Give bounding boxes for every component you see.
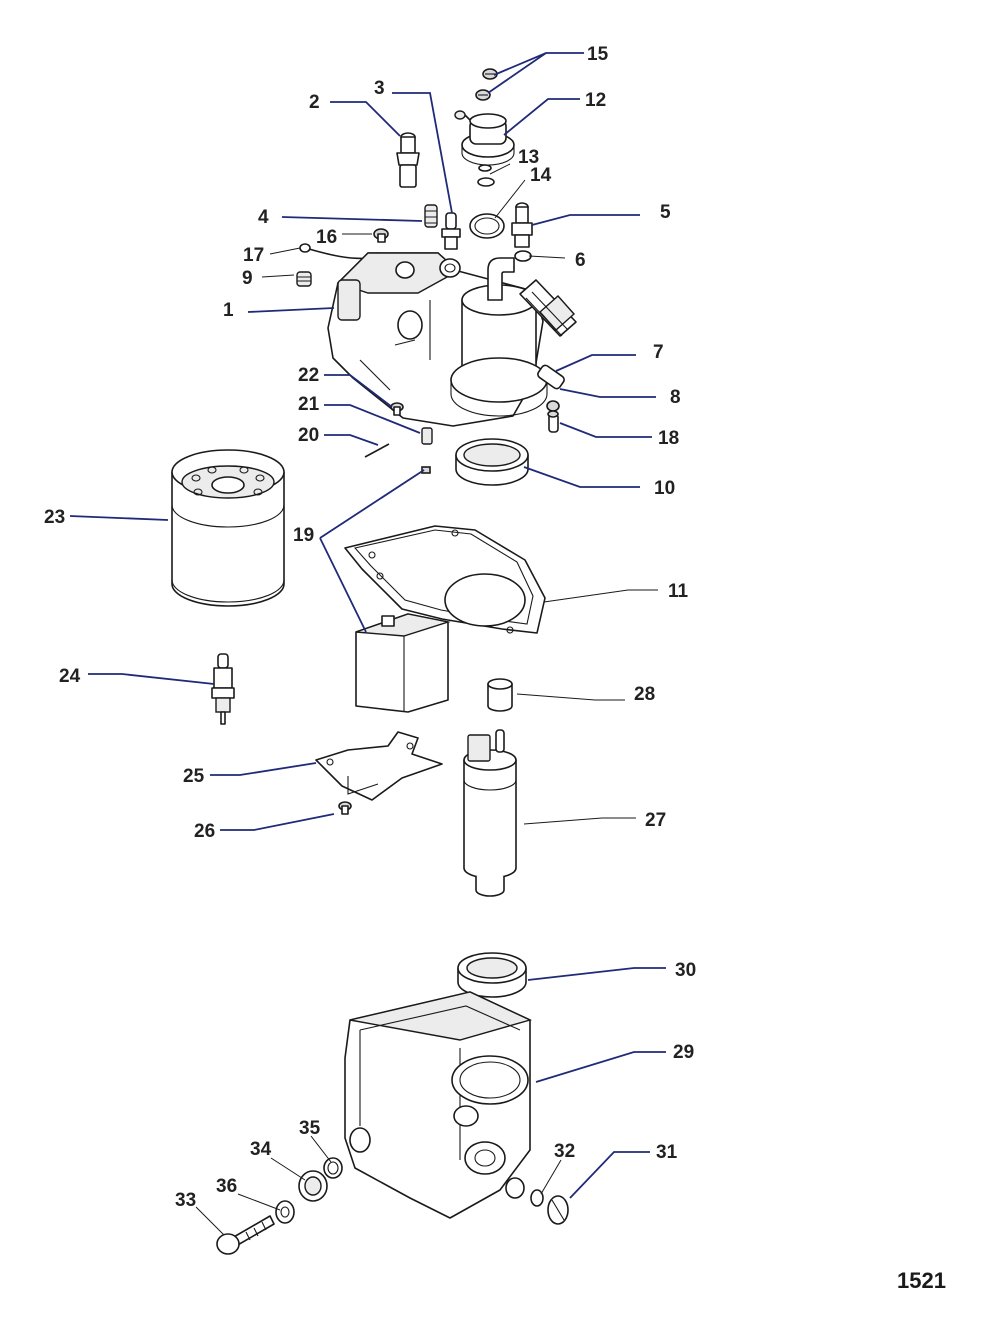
part-10-seal: [455, 438, 529, 486]
callout-20: 20: [298, 425, 319, 446]
callout-14: 14: [530, 165, 552, 186]
part-25-bracket: [315, 731, 443, 801]
part-30-seal: [457, 952, 527, 998]
part-1-fuel-manifold-housing: [327, 252, 548, 427]
part-33-bolt: [216, 1215, 275, 1255]
callout-12: 12: [585, 90, 606, 111]
part-19-cover: [355, 613, 451, 713]
callout-26: 26: [194, 821, 215, 842]
part-36-washer: [275, 1200, 295, 1224]
part-20-pin: [364, 443, 390, 458]
callout-28: 28: [634, 684, 655, 705]
callout-2: 2: [309, 92, 320, 113]
part-19-clip: [421, 466, 431, 474]
callout-7: 7: [653, 342, 664, 363]
part-31-drain-plug: [547, 1195, 569, 1225]
callout-18: 18: [658, 428, 679, 449]
part-27-fuel-pump: [463, 729, 517, 897]
callout-6: 6: [575, 250, 586, 271]
callout-30: 30: [675, 960, 696, 981]
part-2-hose-fitting: [396, 132, 420, 188]
callout-33: 33: [175, 1190, 196, 1211]
callout-13: 13: [518, 147, 539, 168]
part-5-hose-fitting: [511, 202, 533, 248]
callout-22: 22: [298, 365, 319, 386]
callout-25: 25: [183, 766, 205, 787]
callout-29: 29: [673, 1042, 694, 1063]
part-4-plug: [424, 204, 438, 228]
part-29-lower-housing: [344, 991, 532, 1219]
callout-24: 24: [59, 666, 81, 687]
part-3-fitting: [441, 212, 461, 250]
callout-9: 9: [242, 268, 253, 289]
callout-15: 15: [587, 44, 609, 65]
part-28-spacer: [487, 678, 513, 712]
part-18-valve: [547, 410, 559, 433]
figure-number: 1521: [897, 1268, 946, 1293]
callout-4: 4: [258, 207, 269, 228]
part-26-screw: [338, 801, 352, 815]
part-13-oring: [477, 164, 495, 187]
part-1-electrical-connector: [519, 279, 577, 337]
part-24-sensor: [211, 653, 235, 725]
part-7-connector: [537, 364, 565, 390]
part-23-fuel-filter: [171, 449, 285, 607]
part-34-nut: [298, 1170, 328, 1202]
callout-16: 16: [316, 227, 337, 248]
callout-1: 1: [223, 300, 234, 321]
callout-34: 34: [250, 1139, 272, 1160]
callout-32: 32: [554, 1141, 575, 1162]
callout-36: 36: [216, 1176, 237, 1197]
callout-19: 19: [293, 525, 314, 546]
part-21-fitting: [421, 427, 433, 445]
callout-31: 31: [656, 1142, 678, 1163]
callout-10: 10: [654, 478, 675, 499]
part-32-washer: [530, 1189, 544, 1207]
callout-8: 8: [670, 387, 681, 408]
callout-5: 5: [660, 202, 671, 223]
callout-21: 21: [298, 394, 320, 415]
callout-23: 23: [44, 507, 65, 528]
part-35-fitting: [323, 1157, 343, 1179]
callout-11: 11: [668, 581, 689, 602]
part-12-pressure-regulator: [454, 110, 515, 166]
callout-27: 27: [645, 810, 666, 831]
part-15-screws: [475, 68, 498, 101]
part-8-washer: [546, 400, 560, 412]
leader-lines: [69, 52, 666, 1236]
callout-17: 17: [243, 245, 264, 266]
part-9-set-screw: [296, 271, 312, 287]
callout-3: 3: [374, 78, 385, 99]
part-6-oring: [514, 250, 532, 262]
callout-35: 35: [299, 1118, 321, 1139]
part-22-screw: [390, 402, 404, 416]
callout-labels: 15 12 2 3 13 14 4 5 16 17 6 9 1 7 22 8 2…: [44, 44, 696, 1211]
part-14-seal-ring: [469, 213, 505, 239]
part-11-gasket: [344, 525, 546, 634]
part-16-screw: [373, 228, 389, 243]
